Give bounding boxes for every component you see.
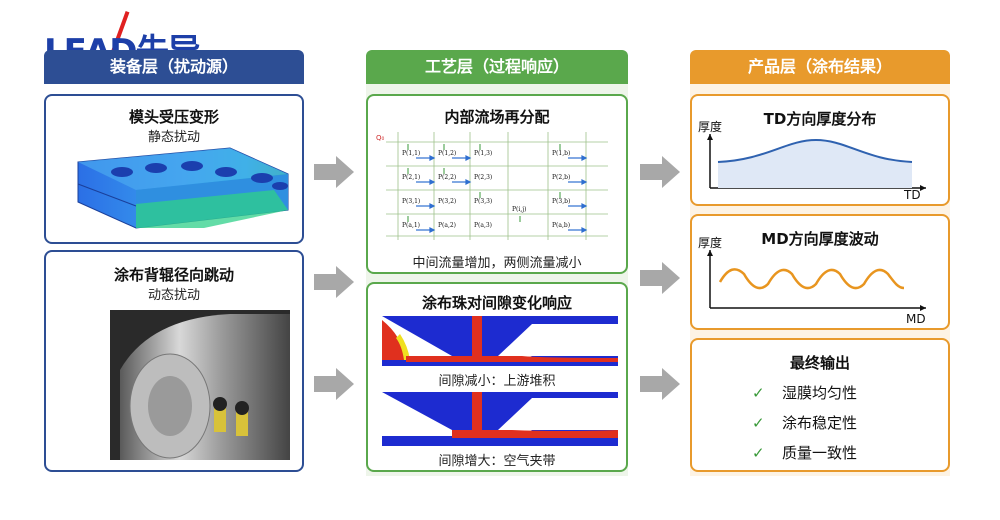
arrow-right-icon bbox=[640, 156, 680, 188]
list-item: ✓ 涂布稳定性 bbox=[752, 408, 857, 438]
md-thickness-chart bbox=[707, 250, 926, 311]
output-list: ✓ 湿膜均匀性 ✓ 涂布稳定性 ✓ 质量一致性 bbox=[752, 378, 857, 468]
td-thickness-chart bbox=[707, 134, 926, 191]
grid-label: P(i,j) bbox=[512, 206, 526, 213]
roll-runout-card: 涂布背辊径向跳动 动态扰动 bbox=[44, 250, 304, 472]
coating-bead-card: 涂布珠对间隙变化响应 间隙减小：上游堆积 间隙增大：空气夹带 bbox=[366, 282, 628, 472]
md-xlabel: MD bbox=[906, 312, 926, 326]
td-thickness-title: TD方向厚度分布 bbox=[763, 110, 877, 128]
die-deformation-title: 模头受压变形 bbox=[128, 108, 219, 126]
list-item: ✓ 湿膜均匀性 bbox=[752, 378, 857, 408]
check-icon: ✓ bbox=[752, 414, 765, 432]
output-item-label: 湿膜均匀性 bbox=[782, 384, 858, 402]
process-layer-header: 工艺层（过程响应） bbox=[366, 50, 628, 84]
die-deformation-subtitle: 静态扰动 bbox=[147, 130, 200, 145]
gap-increase-caption: 间隙增大：空气夹带 bbox=[438, 454, 556, 469]
grid-label: P(2,3) bbox=[474, 174, 492, 181]
die-deformation-image bbox=[77, 147, 289, 229]
arrow-right-icon bbox=[640, 368, 680, 400]
md-thickness-title: MD方向厚度波动 bbox=[761, 230, 879, 248]
output-item-label: 涂布稳定性 bbox=[782, 414, 858, 432]
grid-label: P(1,3) bbox=[474, 150, 492, 157]
roll-runout-title: 涂布背辊径向跳动 bbox=[113, 266, 234, 284]
grid-label: P(2,2) bbox=[438, 174, 456, 181]
output-item-label: 质量一致性 bbox=[782, 444, 858, 462]
list-item: ✓ 质量一致性 bbox=[752, 438, 857, 468]
arrow-right-icon bbox=[314, 156, 354, 188]
arrow-right-icon bbox=[314, 266, 354, 298]
coating-bead-title: 涂布珠对间隙变化响应 bbox=[421, 294, 572, 312]
grid-label: P(a,1) bbox=[402, 222, 420, 229]
md-thickness-card: MD方向厚度波动 厚度 MD bbox=[690, 214, 950, 330]
flow-redistribution-card: 内部流场再分配 Q₀ P(1,1) P(1,2) P(1,3) P(1,b) P… bbox=[366, 94, 628, 274]
flow-redistribution-title: 内部流场再分配 bbox=[444, 108, 550, 126]
flow-network-diagram: Q₀ P(1,1) P(1,2) P(1,3) P(1,b) P(2,1) P(… bbox=[376, 132, 608, 240]
grid-label: P(a,b) bbox=[552, 222, 570, 229]
md-ylabel: 厚度 bbox=[698, 236, 723, 250]
grid-label: P(1,1) bbox=[402, 150, 420, 157]
final-output-title: 最终输出 bbox=[789, 354, 850, 372]
grid-label: P(a,3) bbox=[474, 222, 492, 229]
grid-label: P(1,b) bbox=[552, 150, 570, 157]
grid-label: P(3,2) bbox=[438, 198, 456, 205]
td-xlabel: TD bbox=[904, 188, 921, 202]
grid-label: P(2,b) bbox=[552, 174, 570, 181]
inlet-label: Q₀ bbox=[376, 134, 385, 142]
arrow-right-icon bbox=[314, 368, 354, 400]
check-icon: ✓ bbox=[752, 384, 765, 402]
grid-label: P(3,1) bbox=[402, 198, 420, 205]
gap-decrease-simulation bbox=[382, 316, 618, 366]
grid-label: P(1,2) bbox=[438, 150, 456, 157]
td-thickness-card: TD方向厚度分布 厚度 TD bbox=[690, 94, 950, 206]
die-deformation-card: 模头受压变形 静态扰动 bbox=[44, 94, 304, 244]
equipment-layer-header: 装备层（扰动源） bbox=[44, 50, 304, 84]
grid-label: P(a,2) bbox=[438, 222, 456, 229]
arrow-right-icon bbox=[640, 262, 680, 294]
gap-increase-simulation bbox=[382, 392, 618, 446]
grid-label: P(3,b) bbox=[552, 198, 570, 205]
roll-runout-subtitle: 动态扰动 bbox=[147, 288, 200, 303]
backing-roll-photo bbox=[110, 310, 290, 460]
grid-label: P(2,1) bbox=[402, 174, 420, 181]
flow-redistribution-caption: 中间流量增加，两侧流量减小 bbox=[412, 256, 582, 271]
check-icon: ✓ bbox=[752, 444, 765, 462]
final-output-card: 最终输出 ✓ 湿膜均匀性 ✓ 涂布稳定性 ✓ 质量一致性 bbox=[690, 338, 950, 472]
td-ylabel: 厚度 bbox=[698, 120, 723, 134]
product-layer-header: 产品层（涂布结果） bbox=[690, 50, 950, 84]
gap-decrease-caption: 间隙减小：上游堆积 bbox=[438, 374, 556, 389]
grid-label: P(3,3) bbox=[474, 198, 492, 205]
